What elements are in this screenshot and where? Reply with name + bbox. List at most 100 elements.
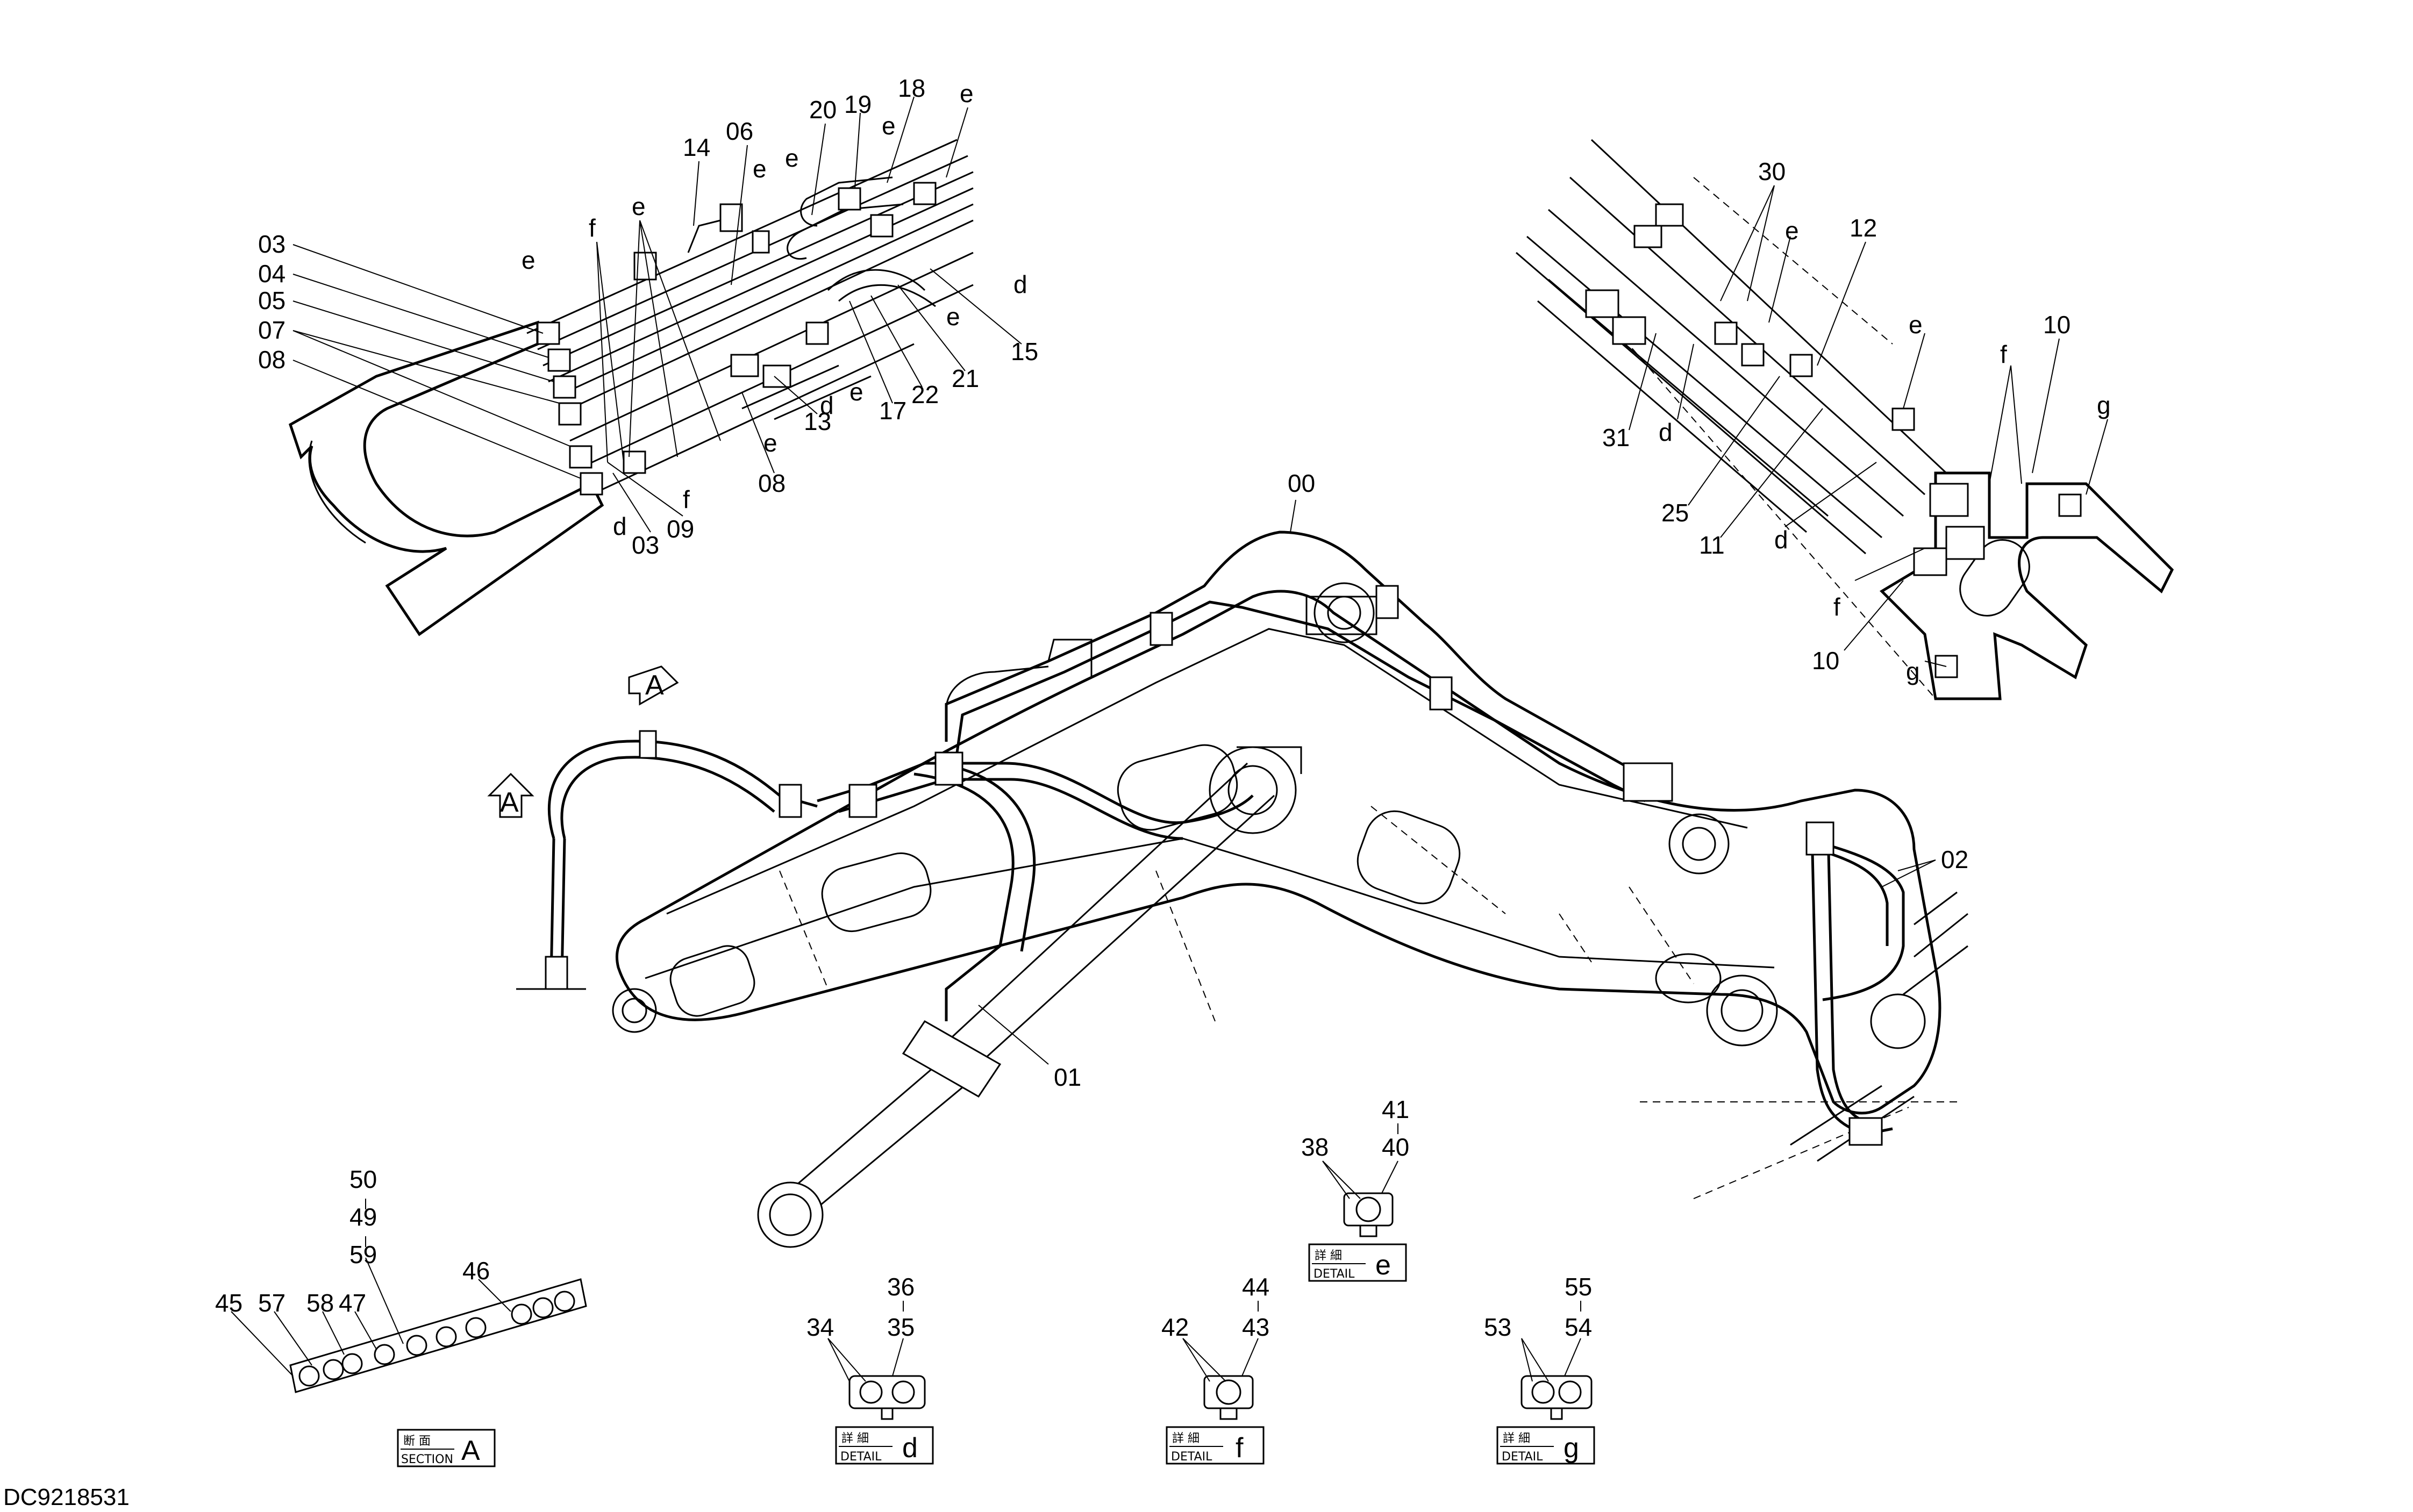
- leader-31: [1629, 333, 1657, 431]
- label-44: 44: [1242, 1273, 1269, 1301]
- hose-clamp-9: [1805, 821, 1834, 856]
- leader-f-tr3: [1854, 548, 1925, 581]
- tip-slot: [1959, 539, 2030, 617]
- arm-outline-1: [1914, 891, 1958, 926]
- leader-f1: [596, 241, 624, 463]
- callout-detail-f-en: DETAIL: [1171, 1450, 1212, 1464]
- leader-f2: [596, 241, 608, 463]
- leader-04: [292, 274, 549, 358]
- label-07: 07: [258, 316, 285, 344]
- label-42: 42: [1161, 1313, 1189, 1341]
- label-e-2: e: [632, 192, 646, 220]
- fitting-o: [805, 321, 829, 345]
- drawing-code: DC9218531: [3, 1484, 130, 1510]
- callout-section-a-letter: A: [461, 1435, 480, 1466]
- detail-d-stem: [881, 1408, 894, 1420]
- view-arrow-a-lower-label: A: [500, 787, 519, 818]
- leader-lines: [231, 96, 2108, 1382]
- leader-15: [930, 268, 1022, 345]
- leader-e-top: [946, 107, 968, 178]
- label-g-1: g: [2097, 391, 2111, 419]
- hose-clamp-1: [639, 730, 657, 759]
- boom-tip-pin: [1706, 974, 1778, 1047]
- arm-outline-5: [1790, 1085, 1882, 1146]
- detail-g-hole-2: [1558, 1380, 1582, 1404]
- detail-d-hole-1: [859, 1380, 883, 1404]
- leader-01: [978, 1005, 1049, 1065]
- label-58: 58: [306, 1289, 334, 1317]
- leader-30a: [1720, 185, 1775, 302]
- leader-43: [1241, 1338, 1259, 1377]
- callout-detail-f-jp: 詳 細: [1172, 1432, 1200, 1445]
- hose-00-upper-b: [955, 600, 1646, 802]
- leader-e-a: [629, 220, 640, 457]
- detail-g-body: [1520, 1375, 1593, 1409]
- leader-02a: [1897, 859, 1936, 871]
- leader-d-tr: [1677, 343, 1694, 420]
- detail-g-hole-1: [1531, 1380, 1555, 1404]
- tip-fitting-6: [1741, 343, 1765, 367]
- detail-d-hole-2: [891, 1380, 915, 1404]
- part-number-labels: 03 04 05 07 08 14 06 20 19 18 15 21 22 1…: [215, 74, 2071, 1341]
- label-20: 20: [809, 96, 837, 124]
- callout-detail-d-frame: [835, 1426, 934, 1465]
- leader-f-tr1: [1989, 365, 2011, 484]
- label-e-11: e: [1909, 311, 1923, 339]
- label-d-2: d: [820, 391, 834, 419]
- label-08b: 08: [758, 469, 786, 497]
- tip-pipe-6: [1548, 278, 1829, 517]
- hose-arch-a: [548, 740, 818, 839]
- leader-07b: [292, 330, 570, 447]
- cylinder-rod-upper: [951, 762, 1248, 1038]
- label-00: 00: [1288, 469, 1315, 497]
- tip-block-2: [1945, 526, 1985, 560]
- cylinder-bottom-eye: [757, 1181, 824, 1248]
- label-43: 43: [1242, 1313, 1269, 1341]
- boom-foot-pin: [612, 988, 657, 1033]
- detail-f-clamp: [1203, 1375, 1254, 1420]
- detail-e-body: [1343, 1192, 1394, 1227]
- label-36: 36: [887, 1273, 915, 1301]
- callout-detail-f-frame: [1166, 1426, 1265, 1465]
- section-a-hole-5: [406, 1335, 427, 1356]
- label-21: 21: [952, 364, 979, 392]
- tip-fitting-5: [1714, 321, 1738, 345]
- leader-11: [1720, 408, 1823, 538]
- fitting-f: [580, 472, 603, 496]
- boom-window-1: [669, 945, 755, 1017]
- hose-arch-b: [560, 756, 775, 839]
- leader-e-c: [639, 220, 721, 441]
- label-31: 31: [1602, 424, 1630, 452]
- label-25: 25: [1661, 499, 1689, 527]
- leader-g: [2086, 419, 2108, 495]
- callout-detail-g-en: DETAIL: [1502, 1450, 1543, 1464]
- fitting-l: [838, 187, 861, 211]
- label-57: 57: [258, 1289, 285, 1317]
- leader-54: [1564, 1338, 1581, 1377]
- callout-detail-e-frame: [1308, 1243, 1407, 1282]
- label-22: 22: [911, 381, 939, 409]
- section-a-clamp-drawing: [289, 1278, 587, 1393]
- pipe-bundle-5: [553, 203, 974, 399]
- boom-window-5: [1655, 953, 1722, 1004]
- boom-end-pin: [1870, 993, 1926, 1049]
- leader-e-b: [639, 220, 678, 457]
- boom-inner-edge: [645, 837, 1775, 979]
- hose-clamp-5: [1150, 612, 1173, 646]
- leader-47: [354, 1311, 377, 1350]
- leader-40: [1381, 1160, 1398, 1194]
- leader-02b: [1881, 859, 1936, 887]
- view-arrow-a-lower-shape: [487, 772, 534, 818]
- hose-clamp-3: [848, 784, 877, 818]
- leader-13: [774, 376, 818, 414]
- leader-03: [292, 244, 544, 334]
- leader-35: [892, 1338, 904, 1377]
- detail-e-clamp: [1343, 1192, 1394, 1237]
- tip-pipe-4: [1526, 235, 1882, 539]
- fitting-k: [762, 364, 791, 388]
- arm-cylinder-rod-pin: [1668, 813, 1730, 875]
- label-45: 45: [215, 1289, 242, 1317]
- label-47: 47: [339, 1289, 366, 1317]
- label-f-1: f: [589, 214, 596, 242]
